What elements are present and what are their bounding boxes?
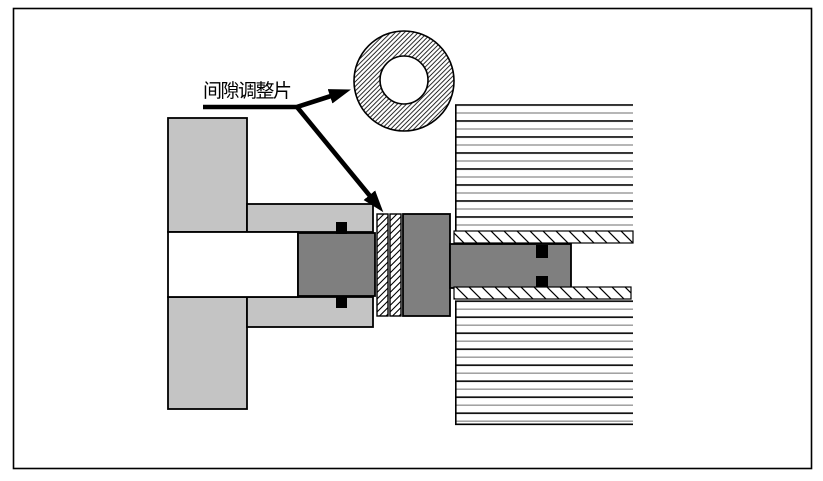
housing-lower [455, 300, 633, 425]
bearing-strip-upper [453, 230, 634, 244]
housing-upper [455, 104, 633, 232]
hub-seal-upper [336, 222, 347, 234]
bore-channel [167, 231, 299, 298]
shaft-seal-upper [536, 245, 548, 258]
gap-shim-label: 间隙调整片 [203, 80, 291, 102]
bearing-strip-lower [453, 286, 632, 300]
left-block-upper [167, 117, 248, 233]
shaft-block [449, 243, 572, 289]
hub-seal-lower [336, 296, 347, 308]
left-block-lower [167, 296, 248, 410]
shim-ring-hole [379, 55, 429, 105]
shim-strip-1 [376, 213, 389, 317]
left-arm-upper [246, 203, 374, 233]
shaft-seal-lower [536, 276, 548, 288]
flange-block [402, 213, 451, 317]
shim-strip-2 [389, 213, 402, 317]
housing-lower-edges [455, 301, 633, 426]
figure-frame [12, 7, 813, 470]
leader-arrow-to-shim [295, 105, 384, 213]
left-arm-lower [246, 296, 374, 328]
hub-block [297, 232, 376, 297]
